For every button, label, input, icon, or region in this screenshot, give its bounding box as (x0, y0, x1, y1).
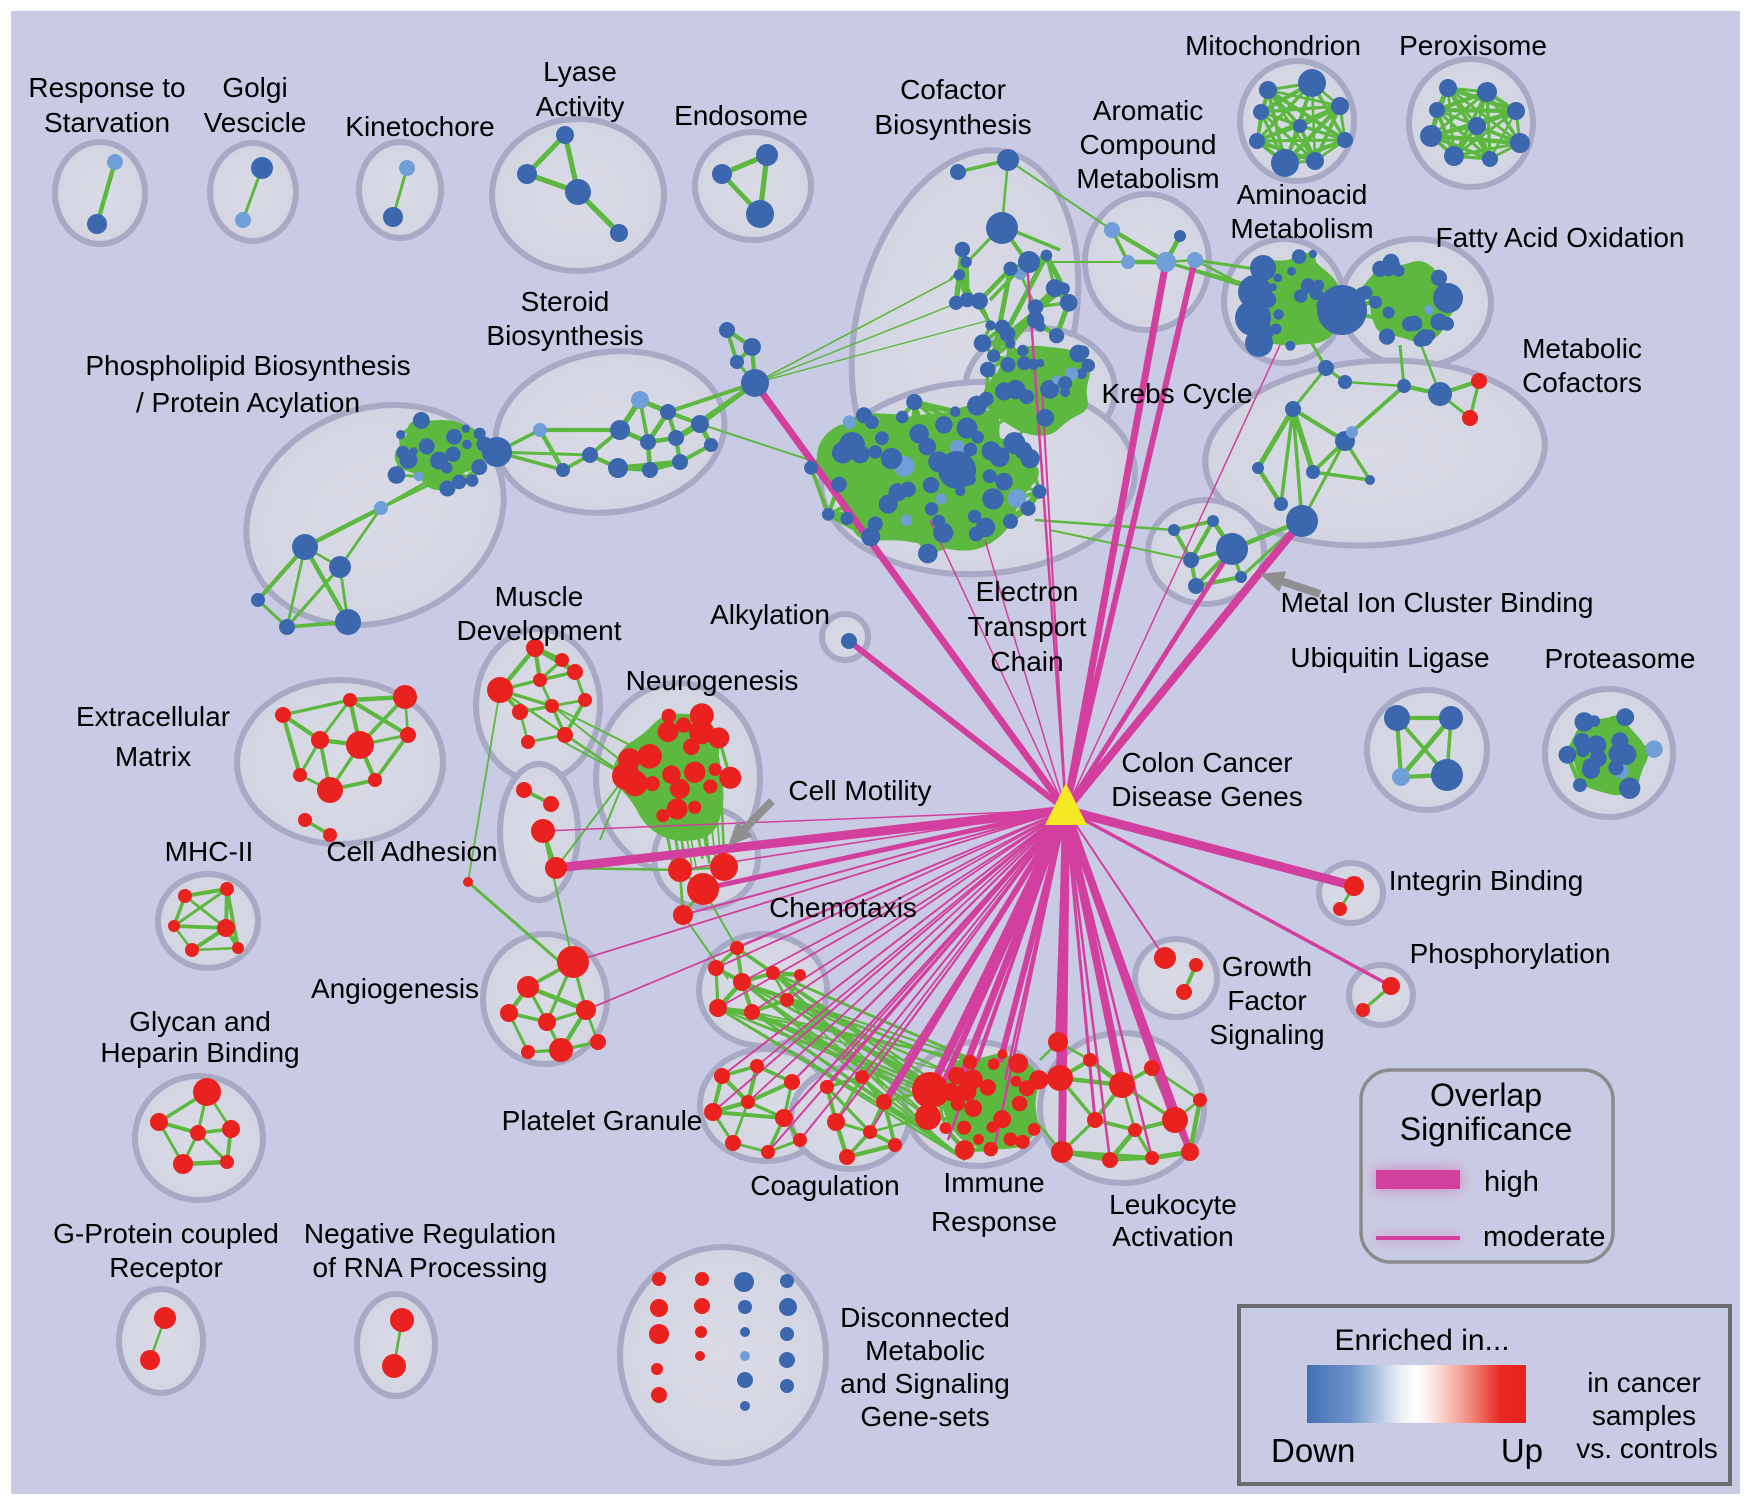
svg-text:Phospholipid Biosynthesis: Phospholipid Biosynthesis (85, 350, 410, 381)
svg-text:Krebs Cycle: Krebs Cycle (1102, 378, 1253, 409)
svg-text:Kinetochore: Kinetochore (345, 111, 494, 142)
svg-text:Biosynthesis: Biosynthesis (874, 109, 1031, 140)
svg-text:Cell Motility: Cell Motility (788, 775, 931, 806)
svg-text:G-Protein coupled: G-Protein coupled (53, 1218, 279, 1249)
svg-text:Metabolic: Metabolic (1522, 333, 1642, 364)
svg-text:Enriched in...: Enriched in... (1334, 1324, 1509, 1357)
svg-text:high: high (1484, 1166, 1539, 1198)
svg-text:Metabolism: Metabolism (1076, 163, 1219, 194)
svg-text:Heparin Binding: Heparin Binding (100, 1037, 299, 1068)
svg-text:Growth: Growth (1222, 951, 1312, 982)
svg-text:Disease Genes: Disease Genes (1111, 781, 1302, 812)
svg-text:MHC-II: MHC-II (165, 836, 254, 867)
svg-text:Phosphorylation: Phosphorylation (1410, 938, 1611, 969)
svg-text:Steroid: Steroid (521, 286, 610, 317)
svg-text:Development: Development (457, 615, 622, 646)
svg-text:Lyase: Lyase (543, 56, 617, 87)
svg-text:Up: Up (1501, 1432, 1543, 1469)
svg-text:Factor: Factor (1227, 985, 1306, 1016)
svg-text:Golgi: Golgi (222, 72, 287, 103)
svg-text:Overlap: Overlap (1430, 1077, 1542, 1113)
svg-text:in cancer: in cancer (1587, 1367, 1701, 1398)
svg-text:Gene-sets: Gene-sets (860, 1401, 989, 1432)
svg-text:Cell Adhesion: Cell Adhesion (326, 836, 497, 867)
svg-text:Transport: Transport (968, 611, 1087, 642)
svg-text:Leukocyte: Leukocyte (1109, 1189, 1237, 1220)
svg-text:Ubiquitin Ligase: Ubiquitin Ligase (1290, 642, 1489, 673)
svg-text:Platelet Granule: Platelet Granule (502, 1105, 703, 1136)
svg-text:Cofactors: Cofactors (1522, 367, 1642, 398)
svg-text:of RNA Processing: of RNA Processing (313, 1252, 548, 1283)
svg-text:Significance: Significance (1400, 1111, 1573, 1147)
svg-text:Proteasome: Proteasome (1545, 643, 1696, 674)
svg-text:Down: Down (1271, 1432, 1355, 1469)
svg-text:Endosome: Endosome (674, 100, 808, 131)
svg-text:Compound: Compound (1080, 129, 1217, 160)
svg-text:samples: samples (1592, 1400, 1696, 1431)
svg-text:Angiogenesis: Angiogenesis (311, 973, 479, 1004)
svg-text:Negative Regulation: Negative Regulation (304, 1218, 556, 1249)
svg-text:Starvation: Starvation (44, 107, 170, 138)
svg-text:Chemotaxis: Chemotaxis (769, 892, 917, 923)
svg-text:and Signaling: and Signaling (840, 1368, 1010, 1399)
svg-text:/ Protein Acylation: / Protein Acylation (136, 387, 360, 418)
svg-text:Matrix: Matrix (115, 741, 191, 772)
svg-text:Aromatic: Aromatic (1093, 95, 1203, 126)
svg-text:Receptor: Receptor (109, 1252, 223, 1283)
svg-text:Extracellular: Extracellular (76, 701, 230, 732)
svg-text:Integrin Binding: Integrin Binding (1389, 865, 1584, 896)
svg-text:Chain: Chain (990, 646, 1063, 677)
svg-text:Activity: Activity (536, 91, 625, 122)
svg-text:Vescicle: Vescicle (204, 107, 307, 138)
svg-text:Metabolic: Metabolic (865, 1335, 985, 1366)
svg-text:Signaling: Signaling (1209, 1019, 1324, 1050)
svg-text:Neurogenesis: Neurogenesis (626, 665, 799, 696)
svg-text:Immune: Immune (943, 1167, 1044, 1198)
svg-text:moderate: moderate (1483, 1221, 1606, 1253)
svg-text:Alkylation: Alkylation (710, 599, 830, 630)
svg-text:vs. controls: vs. controls (1576, 1433, 1718, 1464)
svg-text:Aminoacid: Aminoacid (1237, 179, 1368, 210)
svg-text:Response: Response (931, 1206, 1057, 1237)
svg-text:Metabolism: Metabolism (1230, 213, 1373, 244)
svg-text:Fatty Acid Oxidation: Fatty Acid Oxidation (1435, 222, 1684, 253)
svg-text:Electron: Electron (976, 576, 1079, 607)
svg-text:Biosynthesis: Biosynthesis (486, 320, 643, 351)
svg-text:Disconnected: Disconnected (840, 1302, 1010, 1333)
svg-text:Response to: Response to (28, 72, 185, 103)
svg-text:Activation: Activation (1112, 1221, 1233, 1252)
svg-text:Mitochondrion: Mitochondrion (1185, 30, 1361, 61)
svg-text:Colon Cancer: Colon Cancer (1121, 747, 1292, 778)
svg-text:Coagulation: Coagulation (750, 1170, 899, 1201)
svg-text:Metal Ion Cluster Binding: Metal Ion Cluster Binding (1281, 587, 1594, 618)
svg-text:Glycan and: Glycan and (129, 1006, 271, 1037)
svg-text:Peroxisome: Peroxisome (1399, 30, 1547, 61)
svg-text:Muscle: Muscle (495, 581, 584, 612)
svg-text:Cofactor: Cofactor (900, 74, 1006, 105)
